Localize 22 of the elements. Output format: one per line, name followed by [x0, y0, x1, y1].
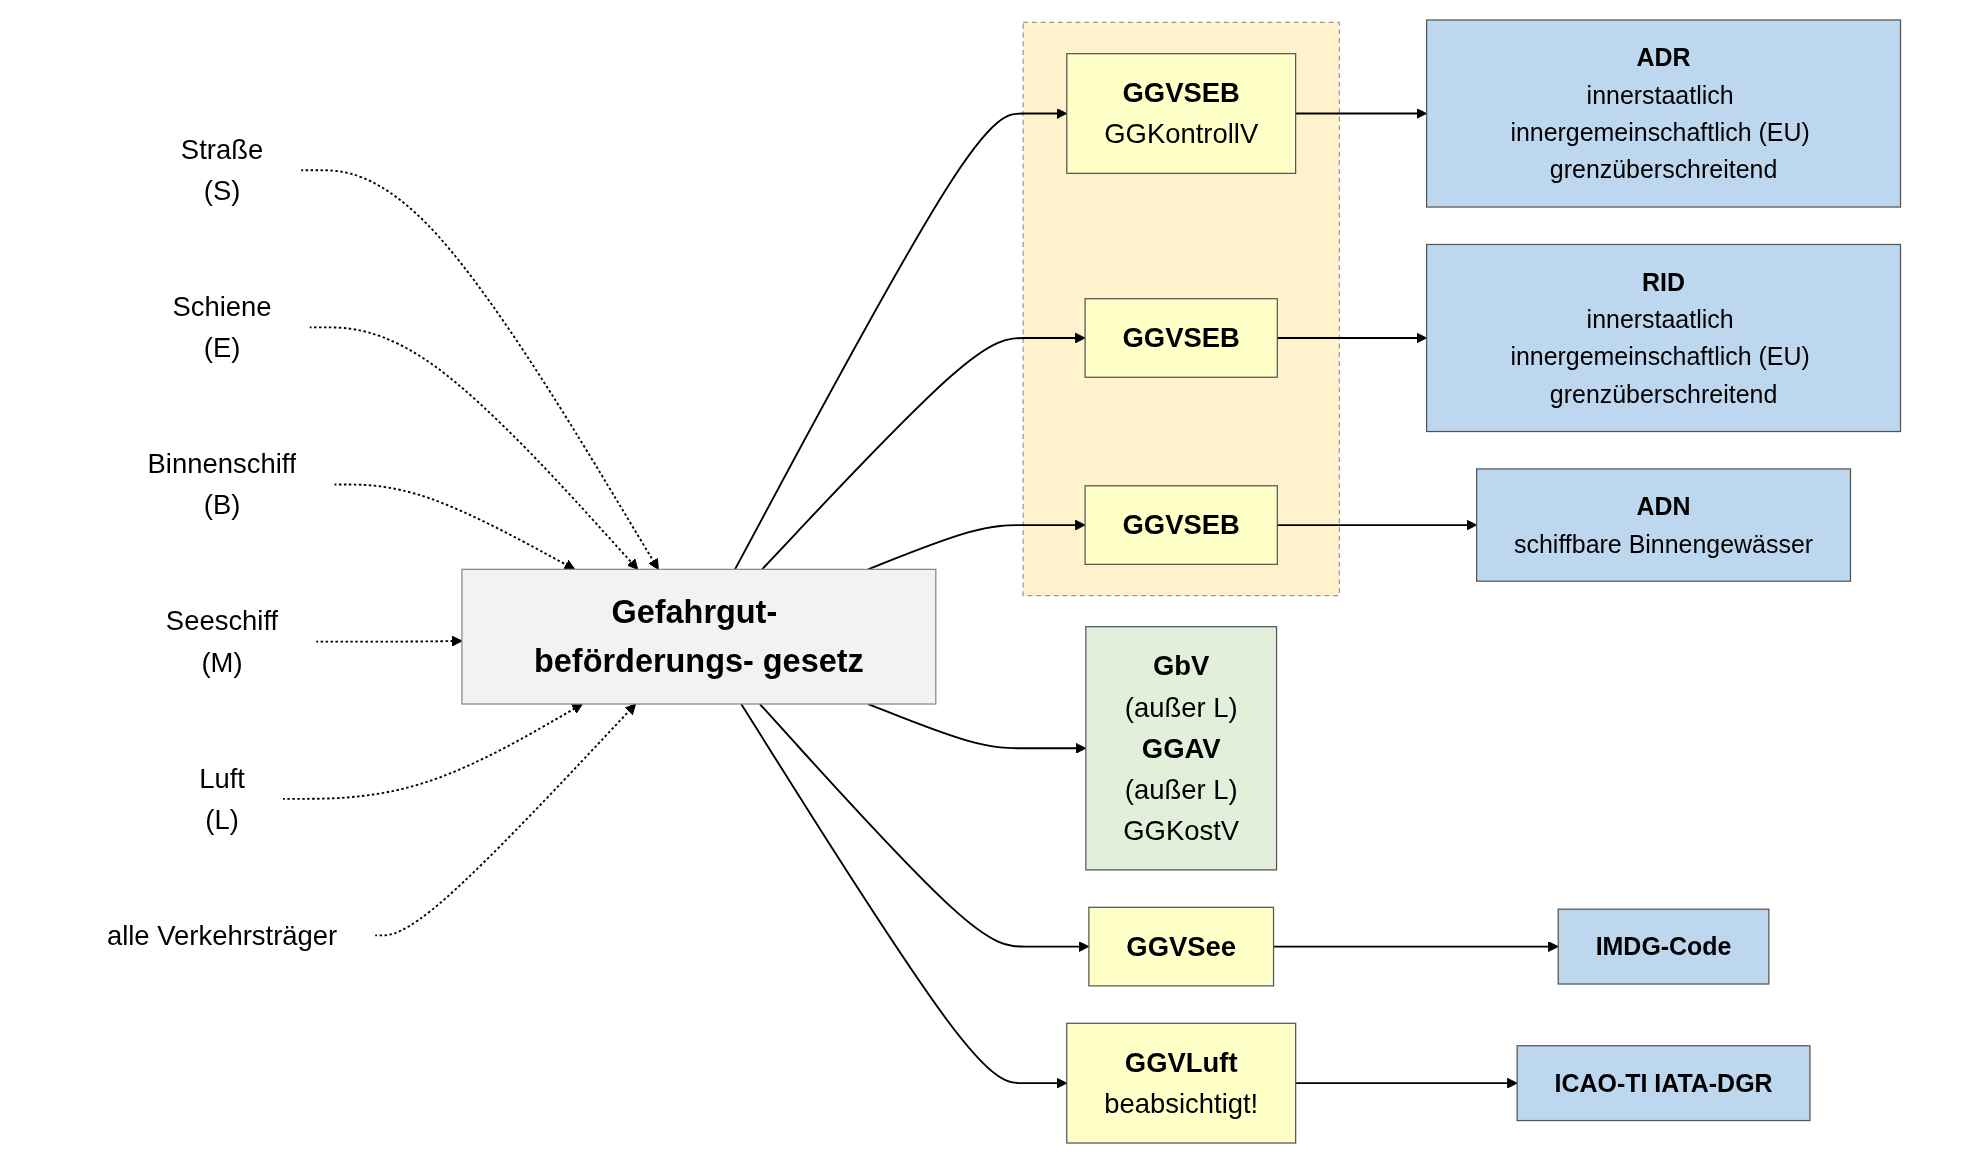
node-text: Binnenschiff (B)	[147, 448, 297, 521]
node-box: GGVLuft beabsichtigt!	[1066, 1022, 1297, 1144]
node-box: ADR innerstaatlich innergemeinschaftlich (EU) grenzüberschreitend	[1425, 19, 1902, 208]
node-box: GGVSee	[1088, 906, 1275, 987]
arrow	[867, 519, 1086, 571]
node-text: Seeschiff (M)	[165, 605, 279, 678]
node-text: Straße (S)	[180, 134, 264, 207]
node-box: RID innerstaatlich innergemeinschaftlich (EU) grenzüberschreitend	[1425, 243, 1902, 433]
arrow	[333, 483, 576, 570]
node-box: GGVSEB GGKontrollV	[1066, 53, 1297, 174]
cluster	[1022, 21, 1340, 597]
arrow	[761, 332, 1086, 571]
node-box: GGVSEB	[1084, 298, 1278, 378]
node-text: Luft (L)	[199, 762, 245, 835]
node-box: GbV (außer L) GGAV (außer L) GGKostV	[1085, 626, 1278, 871]
node-box: IMDG-Code	[1557, 908, 1770, 985]
node-text: Schiene (E)	[172, 291, 272, 364]
node-box: Gefahrgut- beförderungs- gesetz	[461, 568, 937, 705]
node-text: alle Verkehrsträger	[106, 919, 338, 951]
node-box: ICAO-TI IATA-DGR	[1516, 1045, 1811, 1122]
node-box: ADN schiffbare Binnengewässer	[1476, 468, 1852, 582]
node-box: GGVSEB	[1084, 485, 1278, 565]
